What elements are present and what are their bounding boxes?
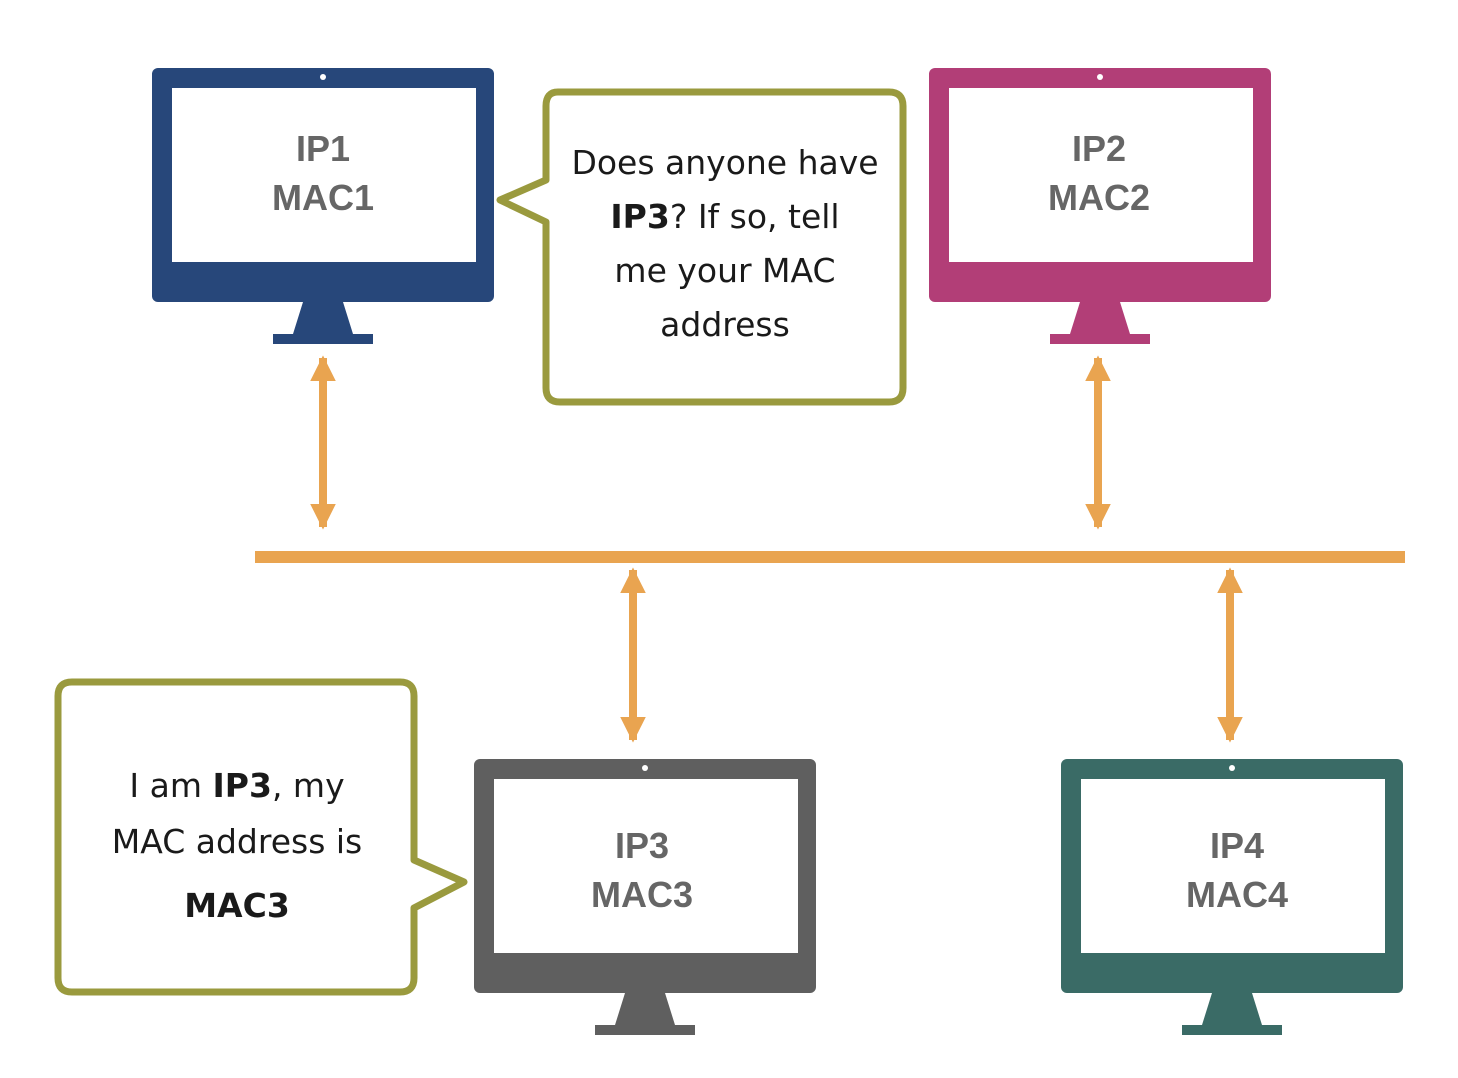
reply-line-3: MAC3 [62,878,412,934]
ip-label: IP2 [1072,128,1126,169]
monitor-screen [494,779,798,953]
request-line-3: me your MAC [614,251,836,290]
computer-2: IP2 MAC2 [929,68,1271,344]
webcam-dot [320,74,326,80]
reply-line-1-pre: I am [129,766,213,805]
monitor-screen [172,88,476,262]
request-line-2-rest: ? If so, tell [669,197,840,236]
monitor-screen [1081,779,1385,953]
webcam-dot [1229,765,1235,771]
monitor-stand [1202,993,1262,1025]
monitor-base [273,334,373,344]
computer-3: IP3 MAC3 [474,759,816,1035]
ip-label: IP3 [615,825,669,866]
mac-label: MAC1 [272,177,374,218]
reply-ip-bold: IP3 [212,766,272,805]
reply-line-2: MAC address is [111,822,363,861]
monitor-base [1050,334,1150,344]
request-bubble [496,88,907,406]
request-ip-bold: IP3 [610,197,670,236]
webcam-dot [642,765,648,771]
request-bubble-text: Does anyone have IP3? If so, tell me you… [550,136,900,352]
reply-line-1: I am IP3, my [62,758,412,814]
ip-label: IP4 [1210,825,1264,866]
monitor-base [595,1025,695,1035]
mac-label: MAC4 [1186,874,1288,915]
monitor-stand [293,302,353,334]
request-line-4: address [660,305,790,344]
monitor-stand [1070,302,1130,334]
reply-bubble [54,678,468,996]
ip-label: IP1 [296,128,350,169]
request-line-2: IP3? If so, tell [550,190,900,244]
monitor-stand [615,993,675,1025]
monitor-base [1182,1025,1282,1035]
reply-mac-bold: MAC3 [184,886,290,925]
mac-label: MAC3 [591,874,693,915]
reply-bubble-text: I am IP3, my MAC address is MAC3 [62,758,412,934]
webcam-dot [1097,74,1103,80]
computer-4: IP4 MAC4 [1061,759,1403,1035]
mac-label: MAC2 [1048,177,1150,218]
request-line-1: Does anyone have [571,143,879,182]
monitor-screen [949,88,1253,262]
reply-line-1-post: , my [271,766,345,805]
computer-1: IP1 MAC1 [152,68,494,344]
